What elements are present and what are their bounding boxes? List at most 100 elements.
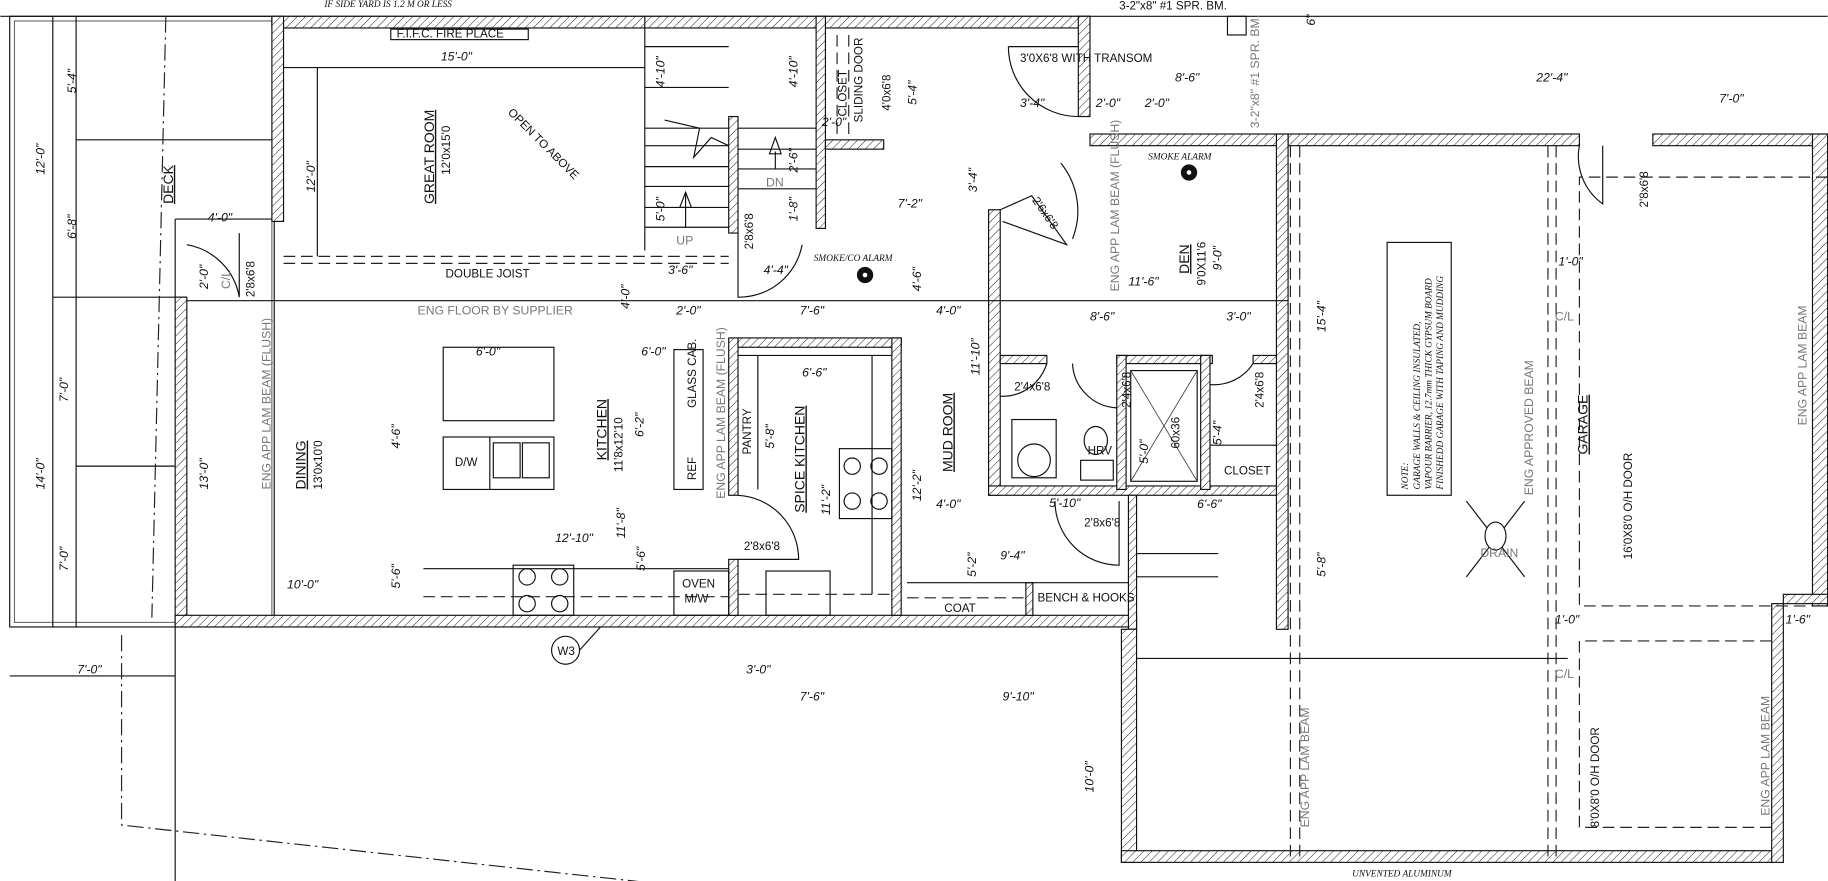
column-icon xyxy=(1226,15,1247,36)
sliding-door-label: SLIDING DOOR xyxy=(853,38,866,123)
microwave-label: M/W xyxy=(684,592,708,605)
dimension-label: 4'-0" xyxy=(208,210,233,224)
dimension-label: 4'-0" xyxy=(936,304,961,318)
top-beam-label: 3-2"x8" #1 SPR. BM. xyxy=(1119,0,1227,12)
den-size: 9'0X11'6 xyxy=(1195,242,1208,286)
deck-door-swing xyxy=(186,233,240,298)
dimension-label: 8'-6" xyxy=(1090,309,1115,323)
dimension-label: 9'-10" xyxy=(1003,689,1035,703)
side-yard-note: IF SIDE YARD IS 1.2 M OR LESS xyxy=(323,0,452,10)
dimension-label: 4'-10" xyxy=(786,56,800,88)
note-line-3: FINISHEDD GARAGE WITH TAPING AND MUDDING xyxy=(1436,276,1446,491)
kitchen-size: 11'8x12'10 xyxy=(613,417,626,472)
dimension-label: 12'-10" xyxy=(555,531,594,545)
oven xyxy=(673,570,730,616)
dimension-label: 7'-6" xyxy=(800,689,825,703)
window-tag-label: W3 xyxy=(557,645,574,658)
dimension-label: 7'-0" xyxy=(57,377,71,402)
dimension-label: 1'-0" xyxy=(1555,612,1580,626)
garage-left-beam-label: ENG APP LAM BEAM xyxy=(1298,707,1312,827)
eng-floor-label: ENG FLOOR BY SUPPLIER xyxy=(418,304,573,318)
spice-sink xyxy=(765,570,831,616)
shower-size-label: 60x36 xyxy=(1170,417,1183,449)
pantry-door-label: 2'8x6'8 xyxy=(744,540,780,553)
dimension-label: 6'-2" xyxy=(633,412,647,437)
garage-side-door-label: 2'8x6'8 xyxy=(1638,171,1651,207)
dimension-label: 12'-2" xyxy=(910,469,924,501)
drain-icon xyxy=(1465,500,1526,578)
stair-up-label: UP xyxy=(676,234,693,248)
dimension-label: 1'-8" xyxy=(786,196,800,221)
smoke-alarm-label: SMOKE ALARM xyxy=(1148,153,1212,163)
staircase xyxy=(644,46,817,228)
property-line xyxy=(120,635,639,881)
dimension-label: 4'-6" xyxy=(910,266,924,291)
den-label: DEN xyxy=(1176,244,1192,274)
dimension-label: 3'-6" xyxy=(668,263,693,277)
walls xyxy=(174,15,1828,863)
bath-door-1-label: 2'4x6'8 xyxy=(1014,380,1050,393)
note-line-1: GARAGE WALLS & CEILING INSULATED, xyxy=(1413,322,1423,490)
fireplace-label: F.I.F.C. FIRE PLACE xyxy=(397,27,505,40)
kitchen-label: KITCHEN xyxy=(593,399,609,460)
garage-lower-beam-label: ENG APP LAM BEAM xyxy=(1758,696,1772,816)
mud-room-label: MUD ROOM xyxy=(939,393,955,472)
dimension-label: 7'-0" xyxy=(77,663,102,677)
dimension-label: 11'-10" xyxy=(968,338,982,376)
overhead-door-small-label: 8'0X8'0 O/H DOOR xyxy=(1589,727,1602,827)
dimension-label: 13'-0" xyxy=(197,458,211,490)
dimension-label: 11'-8" xyxy=(614,508,628,539)
dimension-label: 3'-0" xyxy=(1226,309,1251,323)
dimension-label: 9'-4" xyxy=(1000,548,1025,562)
stair-door-swing xyxy=(737,233,803,298)
dimension-label: 2'-6" xyxy=(786,147,800,173)
bath-door-3-label: 2'4x6'8 xyxy=(1254,372,1267,408)
unvented-label: UNVENTED ALUMINUM xyxy=(1352,869,1453,879)
dimension-label: 4'-6" xyxy=(389,424,403,449)
dining-size: 13'0x10'0 xyxy=(312,440,325,490)
deck-label: DECK xyxy=(160,164,176,203)
dimension-label: 5'-6" xyxy=(634,546,648,571)
dimension-label: 12'-0" xyxy=(34,143,48,175)
garage-approved-beam-label: ENG APPROVED BEAM xyxy=(1522,360,1536,495)
glass-cabinet-label: GLASS CAB. xyxy=(686,339,699,408)
coat-label: COAT xyxy=(944,602,975,615)
stair-down-label: DN xyxy=(766,175,784,189)
dimension-label: 5'-0" xyxy=(1137,439,1151,464)
smoke-co-alarm-label: SMOKE/CO ALARM xyxy=(814,254,894,264)
side-beam-label: 3-2"x8" #1 SPR. BM. xyxy=(1248,15,1262,128)
dimension-label: 7'-0" xyxy=(57,546,71,571)
spice-cooktop xyxy=(838,448,893,520)
cooktop xyxy=(512,564,575,616)
dimension-label: 6'-8" xyxy=(65,214,79,239)
dimension-label: 5'-8" xyxy=(763,424,777,449)
interior-lines xyxy=(186,16,1828,863)
dimension-label: 3'-4" xyxy=(1020,96,1045,110)
deck-centerline-label: C/L xyxy=(219,270,233,289)
dishwasher-label: D/W xyxy=(455,456,478,469)
mud-door-swing xyxy=(1054,501,1120,566)
hrv-label: HRV xyxy=(1088,444,1113,457)
dimension-label: 2'-0" xyxy=(821,115,847,129)
bench-hooks-label: BENCH & HOOKS xyxy=(1038,591,1135,604)
dimension-label: 7'-6" xyxy=(800,304,825,318)
drain-label: DRAIN xyxy=(1480,546,1518,560)
dimension-label: 5'-6" xyxy=(389,564,403,589)
dimension-label: 6" xyxy=(1304,14,1318,26)
island-sink xyxy=(492,442,521,479)
entry-door-swing xyxy=(1007,46,1079,118)
den-beam-label: ENG APP LAM BEAM (FLUSH) xyxy=(1108,120,1122,292)
dining-beam-label: ENG APP LAM BEAM (FLUSH) xyxy=(260,318,274,490)
den-door xyxy=(999,195,1069,246)
den-door-label: 2'6x6'8 xyxy=(1029,195,1060,232)
kitchen-island xyxy=(442,346,555,422)
dimension-label: 2'-0" xyxy=(1095,96,1121,110)
smoke-alarm-icon xyxy=(1180,164,1198,181)
dimension-label: 4'-4" xyxy=(764,263,789,277)
note-label: NOTE: xyxy=(1401,463,1411,491)
note-line-2: VAPOUR BARRIER, 12.7mm THICK GYPSUM BOAR… xyxy=(1424,278,1434,489)
dimension-label: 6'-6" xyxy=(802,365,827,379)
dimension-label: 22'-4" xyxy=(1535,71,1568,85)
dimension-label: 1'-6" xyxy=(1786,612,1811,626)
double-joist-label: DOUBLE JOIST xyxy=(446,267,530,280)
